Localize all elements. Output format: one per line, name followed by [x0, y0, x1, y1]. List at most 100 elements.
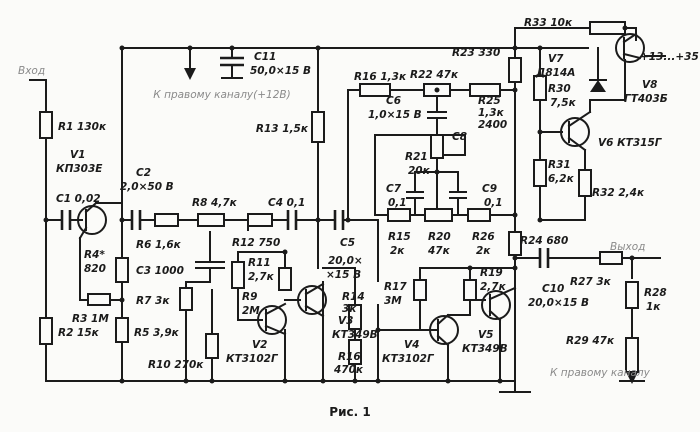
resistor-R27 [599, 251, 623, 265]
label-R21-ref: R21 [405, 151, 428, 163]
label-V1-ref: V1 [70, 149, 85, 161]
resistor-R11 [231, 261, 245, 289]
ground-arrow-icon [184, 68, 196, 80]
resistor-R9 [278, 267, 292, 291]
label-V8-type: ГТ403Б [624, 93, 668, 105]
resistor-R8 [197, 213, 225, 227]
transistors [77, 32, 645, 347]
transistor-icon [257, 305, 287, 335]
resistor-R26 [467, 208, 491, 222]
label-R21-val: 20к [408, 165, 431, 177]
resistor-R19 [463, 279, 477, 301]
label-V4-type: КТ3102Г [382, 353, 435, 365]
label-R6: R6 1,6к [136, 239, 182, 251]
label-R24: R24 680 [520, 235, 568, 247]
resistor-R3 [87, 293, 111, 306]
supply-label: +13...+35 В [640, 51, 700, 63]
label-R17-ref: R17 [384, 281, 407, 293]
input-label: Вход [18, 65, 45, 77]
label-C7-ref: C7 [386, 183, 402, 195]
resistor-R31 [533, 159, 547, 187]
label-R31-val: 6,2к [548, 173, 575, 185]
label-R25-val1: 1,3к [478, 107, 505, 119]
label-R16-ref: R16 [338, 351, 361, 363]
resistor-R17 [413, 279, 427, 301]
label-R11-val: 2,7к [248, 271, 275, 283]
label-V6: V6 КТ315Г [598, 137, 663, 149]
label-C8: C8 [452, 131, 467, 143]
transistor-icon [560, 117, 590, 147]
label-R19-val: 2,7к [480, 281, 507, 293]
resistor-R20 [424, 208, 453, 222]
resistor-R2 [39, 317, 53, 345]
resistor-R33 [589, 21, 626, 35]
label-R7: R7 3к [136, 295, 170, 307]
label-R20-ref: R20 [428, 231, 451, 243]
resistor-R32 [578, 169, 592, 197]
resistor-R7 [179, 287, 193, 311]
label-V8-ref: V8 [642, 79, 657, 91]
label-V3-type: КТ349В [332, 329, 378, 341]
label-R13: R13 1,5к [256, 123, 309, 135]
label-V1-type: КП303Е [56, 163, 103, 175]
resistor-R30 [533, 75, 547, 101]
label-R25-val2: 2400 [478, 119, 507, 131]
resistor-R10 [205, 333, 219, 359]
label-V2: V2 [252, 339, 267, 351]
transistor-icon [615, 33, 645, 63]
resistor-R16 [348, 339, 362, 365]
label-C11-val: 50,0×15 В [250, 65, 311, 77]
label-C9-ref: C9 [482, 183, 497, 195]
resistor-R12 [247, 213, 273, 227]
label-R15-val: 2к [390, 245, 405, 257]
label-R31-ref: R31 [548, 159, 571, 171]
label-R14-val: 3к [342, 303, 357, 315]
label-R5: R5 3,9к [134, 327, 180, 339]
resistor-R6 [154, 213, 179, 227]
label-R8: R8 4,7к [192, 197, 238, 209]
resistor-R1 [39, 111, 53, 139]
resistor-R15 [387, 208, 411, 222]
label-R9-ref: R9 [242, 291, 257, 303]
resistor-R21 [430, 134, 444, 159]
capacitors [60, 47, 638, 384]
ground-arrow-icon [626, 372, 638, 384]
label-R4-ref: R4* [84, 249, 105, 261]
label-C6-val: 1,0×15 В [368, 109, 422, 121]
resistor-R4 [115, 257, 129, 283]
label-V5-type: КТ349В [462, 343, 508, 355]
label-R29: R29 47к [566, 335, 615, 347]
label-C2-val: 2,0×50 В [120, 181, 174, 193]
junctions [43, 25, 635, 384]
to-right-channel-label: К правому каналу [550, 367, 651, 379]
label-R30-ref: R30 [548, 83, 571, 95]
label-R17-val: 3М [384, 295, 402, 307]
resistor-R5 [115, 317, 129, 343]
label-V7-ref: V7 [548, 53, 564, 65]
label-R9-val: 2М [242, 305, 260, 317]
label-V3: V3 [338, 315, 353, 327]
label-R10: R10 270к [148, 359, 204, 371]
label-R28-val: 1к [646, 301, 661, 313]
label-C5-val1: 20,0× [328, 255, 363, 267]
label-R30-val: 7,5к [550, 97, 577, 109]
label-C5-val2: ×15 В [326, 269, 361, 281]
label-C10-val: 20,0×15 В [528, 297, 589, 309]
label-R22: R22 47к [410, 69, 459, 81]
label-R26-val: 2к [476, 245, 491, 257]
label-R16-val: 470к [333, 364, 364, 376]
label-R4-val: 820 [84, 263, 106, 275]
label-R12: R12 750 [232, 237, 280, 249]
label-R15-ref: R15 [388, 231, 411, 243]
figure-caption: Рис. 1 [329, 405, 370, 419]
label-R20-val: 47к [427, 245, 451, 257]
resistor-R16-top [359, 83, 391, 97]
output-label: Выход [610, 241, 645, 253]
label-C1: C1 0,02 [56, 193, 101, 205]
labels: Вход Выход К правому каналу(+12В) К прав… [18, 17, 700, 419]
label-R11-ref: R11 [248, 257, 271, 269]
resistor-R13 [311, 111, 325, 143]
label-V7-type: Д814А [535, 67, 575, 79]
